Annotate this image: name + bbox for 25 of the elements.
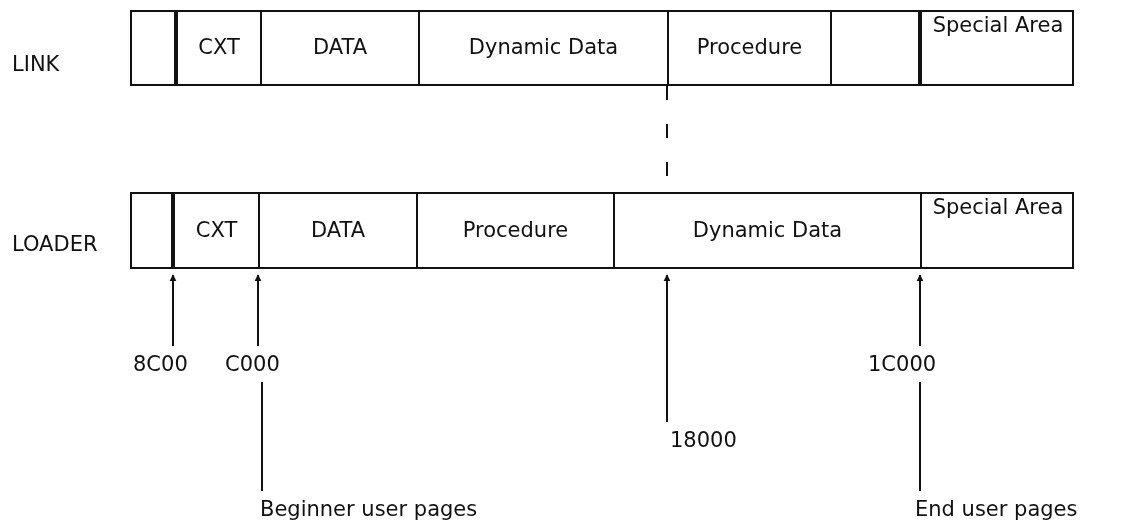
segment-label: Dynamic Data bbox=[468, 36, 619, 60]
address-label: Beginner user pages bbox=[260, 497, 478, 521]
segment-label: Special Area bbox=[932, 196, 1064, 220]
segment-label: CXT bbox=[198, 36, 240, 60]
address-label: 1C000 bbox=[868, 352, 937, 376]
segment-label: DATA bbox=[310, 218, 366, 243]
arrow bbox=[663, 274, 671, 423]
row-label: LOADER bbox=[12, 232, 98, 256]
segment-label: Special Area bbox=[932, 14, 1064, 38]
arrow bbox=[254, 274, 262, 347]
segment-label: Procedure bbox=[696, 36, 803, 60]
segment-label: Procedure bbox=[462, 218, 569, 243]
segment-label: DATA bbox=[312, 36, 368, 60]
address-label: End user pages bbox=[915, 497, 1078, 521]
arrow bbox=[169, 274, 177, 347]
empty-segment bbox=[830, 12, 920, 84]
address-label: C000 bbox=[225, 352, 280, 376]
row-label: LINK bbox=[12, 52, 60, 76]
arrow bbox=[916, 274, 924, 347]
address-label: 8C00 bbox=[133, 352, 188, 376]
connector-line bbox=[919, 381, 921, 492]
segment-label: Dynamic Data bbox=[692, 218, 843, 243]
address-label: 18000 bbox=[670, 428, 737, 452]
connector-line bbox=[261, 381, 263, 492]
segment-label: CXT bbox=[195, 218, 238, 243]
